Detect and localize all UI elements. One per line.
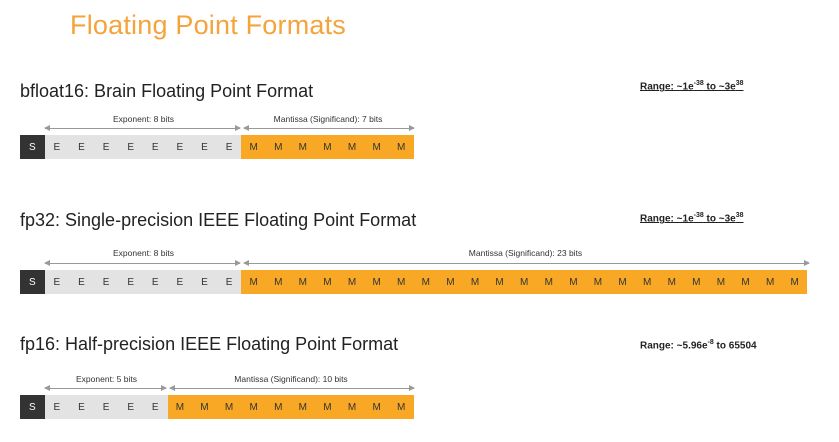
- fp32-range: Range: ~1e-38 to ~3e38: [640, 212, 744, 225]
- bfloat16-exponent-bit: E: [44, 135, 70, 159]
- fp32-mantissa-bit: M: [634, 270, 660, 294]
- fp16-sign-bit: S: [20, 395, 45, 419]
- fp16-exponent-bit: E: [44, 395, 70, 419]
- fp16-mantissa-bit: M: [364, 395, 389, 419]
- fp16-mantissa-bit: M: [192, 395, 217, 419]
- fp32-mantissa-bit: M: [536, 270, 562, 294]
- fp16-mantissa-arrow: [169, 385, 415, 391]
- fp32-mantissa-bit: M: [241, 270, 266, 294]
- bfloat16-mantissa-bit: M: [388, 135, 414, 159]
- fp32-exponent-arrow: [44, 260, 241, 266]
- fp32-sign-bit: S: [20, 270, 45, 294]
- fp32-mantissa-bit: M: [659, 270, 685, 294]
- fp16-exponent-bit: E: [69, 395, 94, 419]
- fp32-mantissa-bit: M: [265, 270, 291, 294]
- fp32-mantissa-bit: M: [413, 270, 439, 294]
- fp32-exponent-bit: E: [69, 270, 94, 294]
- fp16-mantissa-bit: M: [388, 395, 414, 419]
- fp16-exponent-arrow: [44, 385, 167, 391]
- bfloat16-title: bfloat16: Brain Floating Point Format: [20, 81, 314, 101]
- bfloat16-exponent-bit: E: [69, 135, 94, 159]
- fp32-mantissa-label: Mantissa (Significand): 23 bits: [468, 248, 583, 258]
- bfloat16-exponent-bit: E: [142, 135, 168, 159]
- fp32-mantissa-bit: M: [561, 270, 586, 294]
- fp32-exponent-bit: E: [93, 270, 119, 294]
- fp32-mantissa-arrow: [243, 260, 810, 266]
- bfloat16-mantissa-bit: M: [241, 135, 266, 159]
- fp32-mantissa-bit: M: [290, 270, 316, 294]
- fp32-title: fp32: Single-precision IEEE Floating Poi…: [20, 210, 417, 230]
- fp16-mantissa-bit: M: [265, 395, 291, 419]
- fp32-mantissa-bit: M: [733, 270, 758, 294]
- bfloat16-sign-bit: S: [20, 135, 45, 159]
- fp32-exponent-bit: E: [142, 270, 168, 294]
- fp32-mantissa-bit: M: [757, 270, 783, 294]
- bfloat16-mantissa-bit: M: [290, 135, 316, 159]
- bfloat16-exponent-label: Exponent: 8 bits: [113, 114, 174, 124]
- bfloat16-mantissa-bit: M: [364, 135, 389, 159]
- fp32-exponent-bit: E: [167, 270, 193, 294]
- fp32-mantissa-bit: M: [364, 270, 389, 294]
- page-title: Floating Point Formats: [70, 10, 347, 40]
- fp32-mantissa-bit: M: [315, 270, 340, 294]
- bfloat16-exponent-bit: E: [118, 135, 143, 159]
- fp16-mantissa-bit: M: [290, 395, 316, 419]
- fp32-mantissa-bit: M: [438, 270, 463, 294]
- fp32-exponent-bit: E: [44, 270, 70, 294]
- fp16-exponent-label: Exponent: 5 bits: [76, 374, 137, 384]
- bfloat16-mantissa-bit: M: [339, 135, 365, 159]
- fp32-mantissa-bit: M: [684, 270, 709, 294]
- fp32-mantissa-bit: M: [511, 270, 537, 294]
- fp16-exponent-bit: E: [118, 395, 143, 419]
- bfloat16-mantissa-bit: M: [265, 135, 291, 159]
- bfloat16-exponent-bit: E: [192, 135, 217, 159]
- bfloat16-exponent-bit: E: [216, 135, 242, 159]
- fp32-exponent-label: Exponent: 8 bits: [113, 248, 174, 258]
- fp16-mantissa-bit: M: [241, 395, 266, 419]
- fp16-exponent-bit: E: [93, 395, 119, 419]
- fp32-mantissa-bit: M: [487, 270, 512, 294]
- bfloat16-mantissa-bit: M: [315, 135, 340, 159]
- fp16-exponent-bit: E: [142, 395, 168, 419]
- fp32-exponent-bit: E: [216, 270, 242, 294]
- fp16-mantissa-bit: M: [315, 395, 340, 419]
- bfloat16-exponent-bit: E: [167, 135, 193, 159]
- fp32-mantissa-bit: M: [585, 270, 611, 294]
- fp16-mantissa-bit: M: [167, 395, 193, 419]
- fp16-range: Range: ~5.96e-8 to 65504: [640, 339, 757, 352]
- fp16-mantissa-bit: M: [339, 395, 365, 419]
- fp16-title: fp16: Half-precision IEEE Floating Point…: [20, 334, 399, 354]
- bfloat16-mantissa-label: Mantissa (Significand): 7 bits: [273, 114, 383, 124]
- fp32-mantissa-bit: M: [462, 270, 488, 294]
- fp32-mantissa-bit: M: [388, 270, 414, 294]
- bfloat16-range: Range: ~1e-38 to ~3e38: [640, 80, 744, 93]
- bfloat16-exponent-bit: E: [93, 135, 119, 159]
- fp32-exponent-bit: E: [118, 270, 143, 294]
- fp32-mantissa-bit: M: [708, 270, 734, 294]
- fp32-mantissa-bit: M: [339, 270, 365, 294]
- bfloat16-exponent-arrow: [44, 125, 241, 131]
- fp32-mantissa-bit: M: [610, 270, 635, 294]
- fp32-mantissa-bit: M: [782, 270, 807, 294]
- fp32-exponent-bit: E: [192, 270, 217, 294]
- fp16-mantissa-label: Mantissa (Significand): 10 bits: [234, 374, 348, 384]
- fp16-mantissa-bit: M: [216, 395, 242, 419]
- bfloat16-mantissa-arrow: [243, 125, 415, 131]
